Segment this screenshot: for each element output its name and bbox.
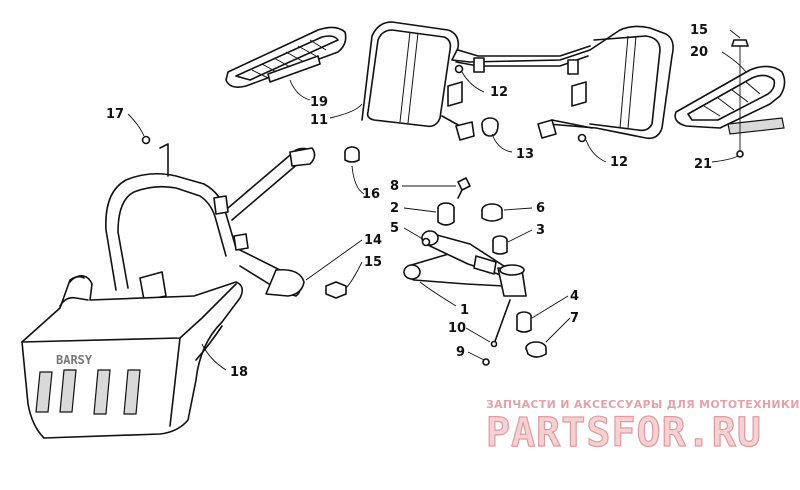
leader-lines: [127, 29, 747, 371]
part-17-bolt: [141, 135, 151, 145]
part-8-fitting: [457, 177, 471, 199]
part-16-cap: [344, 146, 360, 163]
part-14-front-bar: [105, 143, 316, 301]
callout-16: 16: [362, 187, 380, 202]
part-9-nut: [482, 358, 490, 366]
callout-21: 21: [694, 157, 712, 172]
part-20-bracket: [674, 46, 786, 152]
part-7-cap: [525, 341, 547, 358]
part-18-front-bumper: BARSY: [21, 275, 244, 439]
part-19-handle: [225, 26, 347, 88]
watermark: ЗАПЧАСТИ И АКСЕССУАРЫ ДЛЯ МОТОТЕХНИКИ PA…: [485, 398, 800, 457]
callout-7: 7: [570, 311, 579, 326]
part-4-bushing: [516, 311, 532, 333]
callout-8: 8: [390, 179, 399, 194]
part-5-nut: [421, 237, 431, 247]
watermark-tagline: ЗАПЧАСТИ И АКСЕССУАРЫ ДЛЯ МОТОТЕХНИКИ: [486, 398, 800, 411]
part-12-bolt-upper: [454, 64, 464, 74]
callout-9: 9: [456, 345, 465, 360]
callout-20: 20: [690, 45, 708, 60]
callout-13: 13: [516, 147, 534, 162]
callout-14: 14: [364, 233, 382, 248]
part-6-cap: [481, 203, 503, 222]
part-13-cap: [481, 117, 499, 137]
callout-18: 18: [230, 365, 248, 380]
callout-11: 11: [310, 113, 328, 128]
callout-17: 17: [106, 107, 124, 122]
callout-15-lower: 15: [364, 255, 382, 270]
part-2-bushing: [437, 202, 455, 226]
bumper-plate-text: BARSY: [56, 353, 93, 367]
callout-6: 6: [536, 201, 545, 216]
callout-4: 4: [570, 289, 579, 304]
callout-labels: 1 2 3 4 5 6 7 8 9 10 11 12 12 13 14 15 1…: [106, 23, 712, 380]
callout-10: 10: [448, 321, 466, 336]
part-21-nut: [736, 150, 744, 158]
callout-15-upper: 15: [690, 23, 708, 38]
part-11-rear-rack: [361, 21, 674, 141]
callout-12-lower: 12: [610, 155, 628, 170]
callout-12-upper: 12: [490, 85, 508, 100]
part-12-bolt-lower: [577, 133, 587, 143]
part-15-bolt-lower: [325, 281, 347, 299]
part-3-bushing: [492, 235, 508, 255]
part-15-bolt-top: [731, 39, 749, 47]
callout-2: 2: [390, 201, 399, 216]
watermark-brand: PARTSFOR.RU: [486, 410, 762, 456]
callout-5: 5: [390, 221, 399, 236]
callout-1: 1: [460, 303, 469, 318]
callout-3: 3: [536, 223, 545, 238]
callout-19: 19: [310, 95, 328, 110]
part-10-bolt: [490, 299, 511, 348]
